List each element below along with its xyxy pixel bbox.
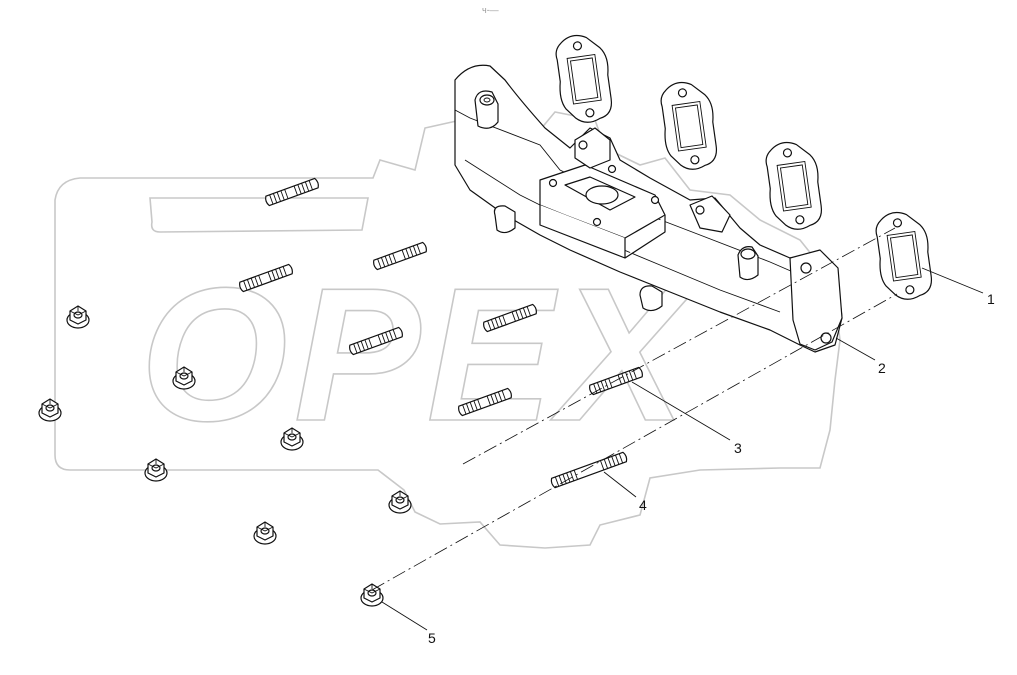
top-mark: ч-— (482, 5, 499, 15)
flange-nut (360, 583, 384, 607)
leader-line (921, 267, 984, 294)
callout-1: 1 (987, 291, 995, 307)
watermark-text: OPEX (140, 249, 696, 461)
assembly-centerline (371, 293, 898, 591)
gasket (872, 208, 936, 304)
leader-line (631, 381, 731, 441)
callout-3: 3 (734, 440, 742, 456)
callout-4: 4 (639, 497, 647, 513)
leader-line (603, 471, 637, 498)
flange-nut (253, 521, 277, 545)
stud (263, 177, 321, 207)
watermark: OPEX (54, 111, 841, 549)
flange-nut (388, 490, 412, 514)
gasket (552, 31, 616, 127)
assembly-centerline (462, 227, 896, 465)
gasket (657, 78, 721, 174)
leader-line (835, 337, 876, 361)
flange-nut (38, 398, 62, 422)
flange-nut (144, 458, 168, 482)
gasket (762, 138, 826, 234)
exhaust-manifold (454, 64, 843, 353)
flange-nut (66, 305, 90, 329)
callout-5: 5 (428, 630, 436, 646)
leader-line (381, 601, 428, 631)
callout-2: 2 (878, 360, 886, 376)
